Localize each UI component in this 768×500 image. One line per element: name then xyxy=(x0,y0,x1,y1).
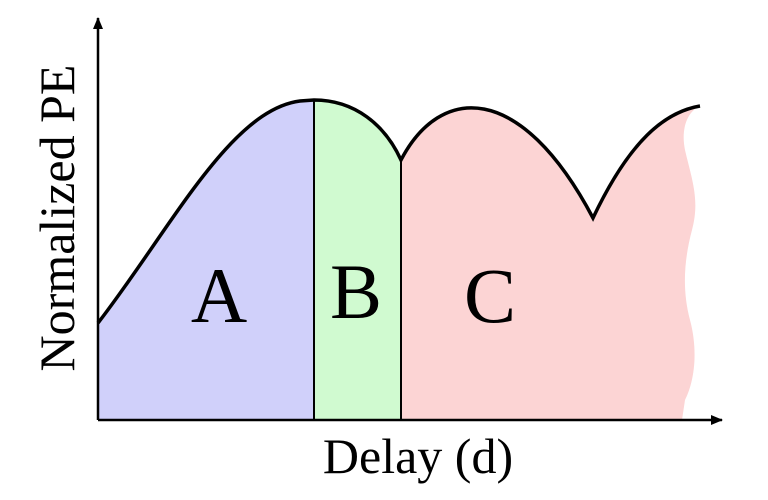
region-c-label: C xyxy=(464,252,516,339)
region-b-label: B xyxy=(330,248,382,335)
region-a-fill xyxy=(98,100,314,420)
energy-curve xyxy=(96,98,701,325)
region-c-fill xyxy=(401,106,700,420)
region-a-label: A xyxy=(191,252,247,339)
y-axis-label: Normalized PE xyxy=(29,65,85,372)
region-b-fill xyxy=(314,100,401,420)
x-axis-label: Delay (d) xyxy=(323,428,513,484)
